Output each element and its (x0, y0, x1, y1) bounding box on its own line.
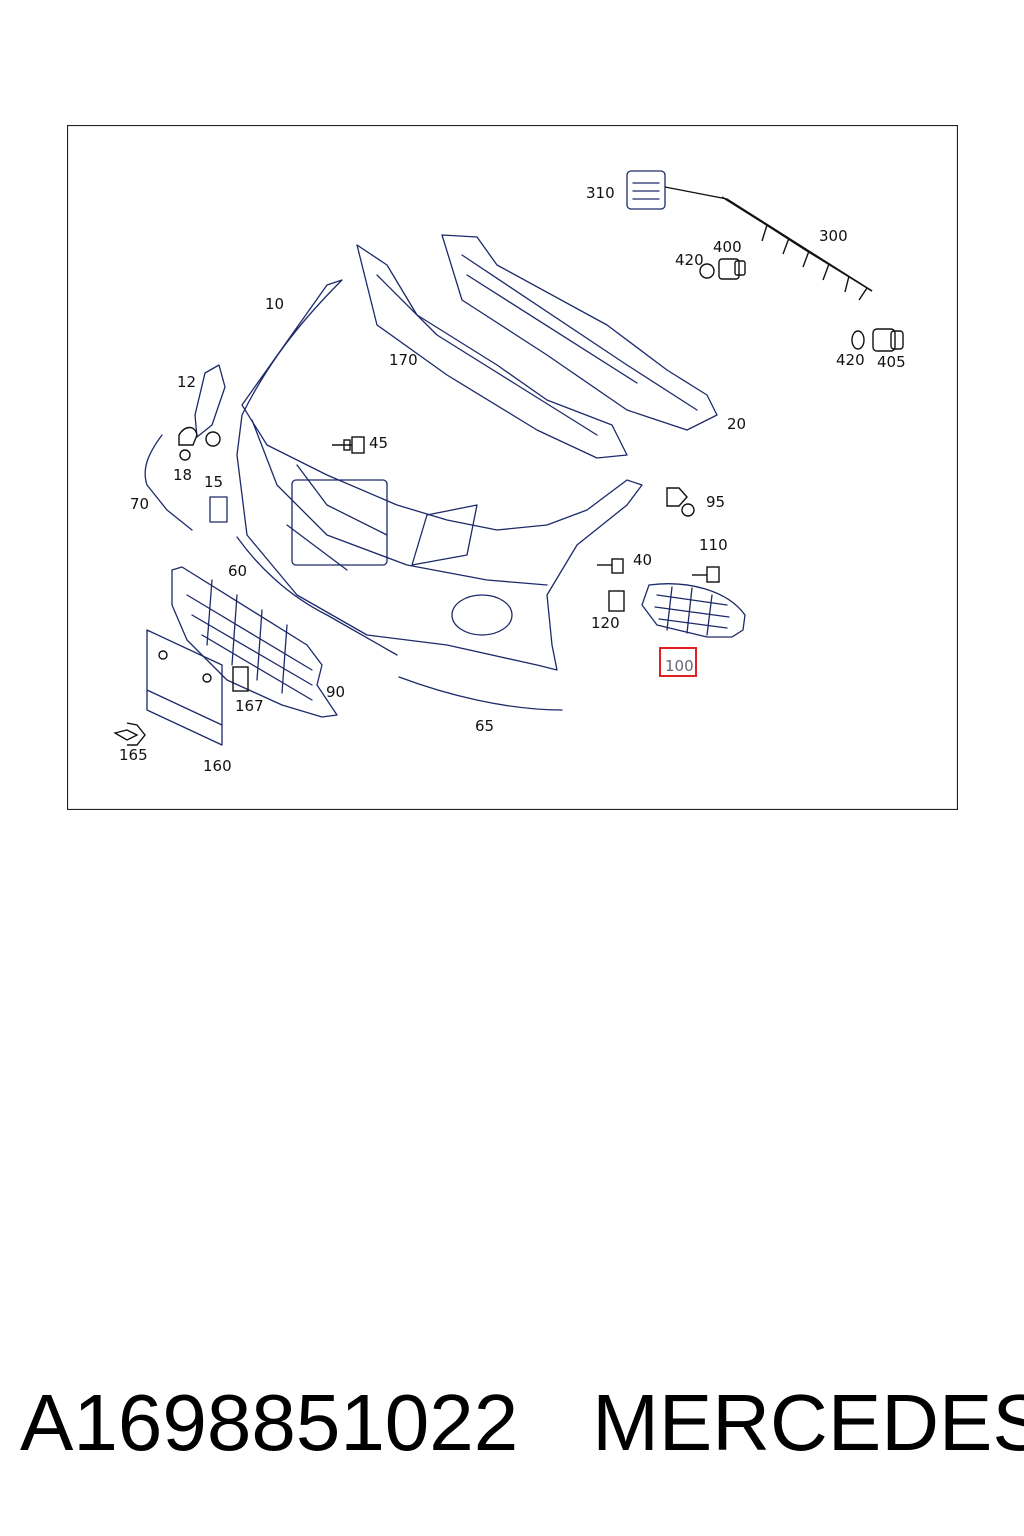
part-170-support (356, 244, 628, 459)
callout-400: 400 (713, 238, 742, 256)
highlight-box-100 (659, 647, 697, 677)
callout-45: 45 (369, 434, 388, 452)
callout-15: 15 (204, 473, 223, 491)
callout-10: 10 (265, 295, 284, 313)
part-100-grille (641, 583, 746, 638)
part-40-screw (597, 558, 624, 574)
part-45-bolt (332, 436, 365, 454)
callout-420-lower: 420 (836, 351, 865, 369)
part-number: A1698851022 (20, 1378, 519, 1467)
footer-caption: A1698851022 MERCEDES (20, 1368, 1024, 1478)
callout-20: 20 (727, 415, 746, 433)
callout-40: 40 (633, 551, 652, 569)
brand-name: MERCEDES (592, 1378, 1024, 1467)
callout-160: 160 (203, 757, 232, 775)
part-167-clip (232, 666, 249, 692)
callout-90: 90 (326, 683, 345, 701)
part-120-nut (608, 590, 625, 612)
part-10-bumper (236, 279, 643, 671)
callout-420-upper: 420 (675, 251, 704, 269)
parts-diagram: 310 300 400 420 420 405 10 170 20 12 45 … (67, 125, 958, 810)
part-160-plate (146, 629, 223, 746)
callout-165: 165 (119, 746, 148, 764)
part-15-clip (209, 496, 228, 523)
part-95-fastener (666, 487, 695, 517)
part-60-strip (236, 536, 398, 656)
part-300-harness (664, 186, 873, 301)
part-405-sensor (851, 328, 904, 352)
callout-18: 18 (173, 466, 192, 484)
part-310-bracket (626, 170, 666, 210)
callout-110: 110 (699, 536, 728, 554)
part-165-pin (113, 722, 146, 746)
part-110-screw (692, 566, 720, 583)
part-12-cover (194, 364, 226, 447)
part-70-strip (144, 434, 193, 531)
callout-65: 65 (475, 717, 494, 735)
part-400-sensor (699, 258, 746, 280)
callout-95: 95 (706, 493, 725, 511)
callout-60: 60 (228, 562, 247, 580)
callout-70: 70 (130, 495, 149, 513)
part-90-grille (171, 566, 338, 718)
diagram-canvas: 310 300 400 420 420 405 10 170 20 12 45 … (67, 125, 958, 810)
callout-310: 310 (586, 184, 615, 202)
callout-300: 300 (819, 227, 848, 245)
callout-170: 170 (389, 351, 418, 369)
diagram-border (67, 125, 958, 810)
callout-167: 167 (235, 697, 264, 715)
callout-12: 12 (177, 373, 196, 391)
callout-405: 405 (877, 353, 906, 371)
part-18-clip (178, 426, 198, 461)
callout-100: 100 (665, 657, 694, 675)
callout-120: 120 (591, 614, 620, 632)
part-65-strip (398, 676, 563, 711)
part-20-absorber (441, 234, 718, 431)
